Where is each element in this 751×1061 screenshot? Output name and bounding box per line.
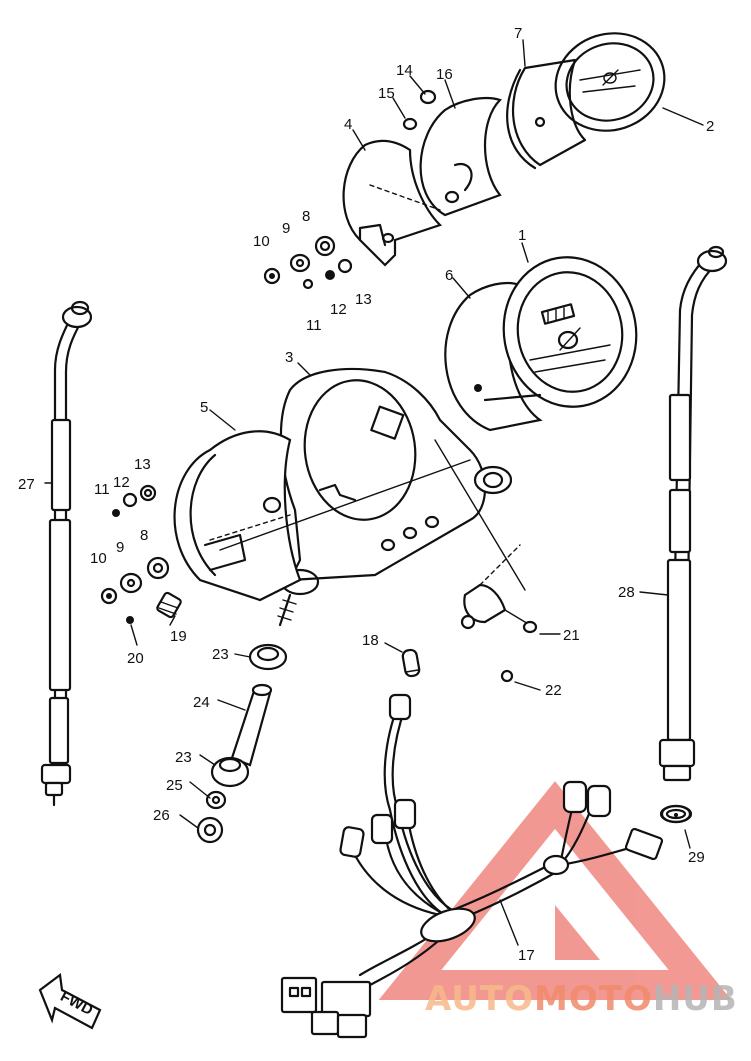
label-22: 22 xyxy=(545,682,562,699)
label-24: 24 xyxy=(193,694,210,711)
label-10a: 10 xyxy=(253,233,270,250)
label-14: 14 xyxy=(396,62,413,79)
watermark-triangle xyxy=(378,781,732,1000)
label-23b: 23 xyxy=(175,749,192,766)
svg-text:AUTOMOTOHUB: AUTOMOTOHUB xyxy=(425,979,738,1019)
watermark-auto: AUTO xyxy=(425,979,534,1019)
watermark-text: AUTOMOTOHUB xyxy=(425,979,738,1019)
bulb xyxy=(401,648,421,678)
tachometer-assembly xyxy=(342,32,666,267)
fwd-arrow: FWD xyxy=(38,972,102,1030)
label-13b: 13 xyxy=(134,456,151,473)
label-12b: 12 xyxy=(113,474,130,491)
label-25: 25 xyxy=(166,777,183,794)
label-17: 17 xyxy=(518,947,535,964)
grommet-set xyxy=(196,643,288,844)
label-18: 18 xyxy=(362,632,379,649)
label-20: 20 xyxy=(127,650,144,667)
meter-bracket xyxy=(277,367,513,627)
leader-lines xyxy=(44,39,704,946)
label-3: 3 xyxy=(285,349,293,366)
label-26: 26 xyxy=(153,807,170,824)
upper-hardware xyxy=(263,235,353,290)
label-9a: 9 xyxy=(282,220,290,237)
label-4: 4 xyxy=(344,116,352,133)
tachometer-gauge xyxy=(554,32,666,132)
label-6: 6 xyxy=(445,267,453,284)
callout-labels: 1 2 3 4 5 6 7 8 9 10 11 12 13 8 9 10 11 … xyxy=(18,25,714,964)
label-1: 1 xyxy=(518,227,526,244)
label-15: 15 xyxy=(378,85,395,102)
speedometer-cable xyxy=(40,300,93,807)
lower-case xyxy=(173,430,471,602)
speedometer-assembly xyxy=(444,256,638,432)
o-ring xyxy=(673,812,679,818)
lower-hardware xyxy=(100,439,538,683)
label-11b: 11 xyxy=(94,481,110,498)
watermark-hub: HUB xyxy=(653,979,738,1019)
label-16: 16 xyxy=(436,66,453,83)
label-7: 7 xyxy=(514,25,522,42)
wiring-harness xyxy=(280,693,664,1039)
label-2: 2 xyxy=(706,118,714,135)
label-21: 21 xyxy=(563,627,580,644)
label-29: 29 xyxy=(688,849,705,866)
label-23a: 23 xyxy=(212,646,229,663)
label-27: 27 xyxy=(18,476,35,493)
label-12a: 12 xyxy=(330,301,347,318)
label-8a: 8 xyxy=(302,208,310,225)
label-10b: 10 xyxy=(90,550,107,567)
watermark-moto: MOTO xyxy=(534,979,653,1019)
label-19: 19 xyxy=(170,628,187,645)
watermark-logo xyxy=(378,781,732,1000)
label-11a: 11 xyxy=(306,317,322,334)
label-5: 5 xyxy=(200,399,208,416)
label-28: 28 xyxy=(618,584,635,601)
label-9b: 9 xyxy=(116,539,124,556)
label-8b: 8 xyxy=(140,527,148,544)
tachometer-cable xyxy=(658,245,728,824)
label-13a: 13 xyxy=(355,291,372,308)
